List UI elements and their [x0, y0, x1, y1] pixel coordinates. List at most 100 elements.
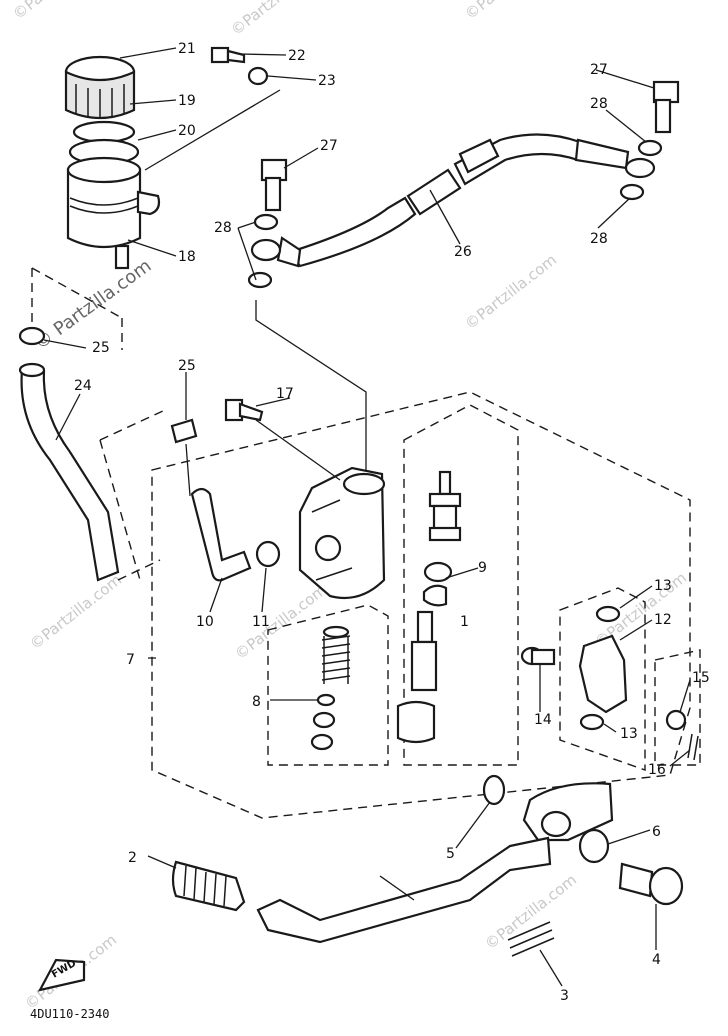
cylinder-detail: [311, 499, 353, 581]
callout-17: 17: [276, 386, 294, 402]
callout-18: 18: [178, 249, 196, 265]
callout-21: 21: [178, 41, 196, 57]
callout-13-upper: 13: [654, 578, 672, 594]
callout-20: 20: [178, 123, 196, 139]
callout-11: 11: [252, 614, 270, 630]
pedal-boss: [540, 810, 572, 838]
piston-seal-b: [428, 526, 462, 542]
cup-primary: [312, 711, 336, 729]
bolt-shank: [618, 862, 654, 898]
grommet-11: [255, 540, 281, 568]
callout-23: 23: [318, 73, 336, 89]
washer-23: [247, 66, 269, 86]
washer-28-upper-b: [619, 183, 645, 201]
spring-coils: [321, 635, 351, 681]
banjo-bolt-27-lower: [260, 158, 288, 212]
fwd-arrow: FWD: [37, 958, 86, 992]
piston-body: [432, 504, 458, 532]
pedal-bolt-4: [618, 862, 684, 906]
bolt-head: [648, 866, 684, 906]
cylinder-port: [314, 534, 342, 562]
assembly-outline-spring-set: [267, 604, 389, 766]
callout-15: 15: [692, 670, 710, 686]
hose-crimp: [458, 138, 500, 174]
brake-hose-assembly: [250, 133, 656, 268]
hose-clamp-25-upper: [18, 326, 46, 346]
bolt-shank: [226, 49, 246, 64]
assembly-outline-reservoir: [31, 267, 123, 350]
callout-13-lower: 13: [620, 726, 638, 742]
spring-top: [322, 625, 350, 639]
washer-15: [665, 709, 687, 731]
spring-sides: [323, 636, 349, 684]
callout-9: 9: [478, 560, 487, 576]
watermark: ©Partzilla.com: [481, 871, 580, 954]
washer-5: [482, 774, 506, 806]
hose-24: [20, 368, 120, 582]
pin-shank: [530, 648, 556, 666]
circlip: [422, 584, 448, 607]
rubber-grip: [183, 865, 227, 907]
watermark: ©Partzilla.com: [26, 571, 125, 654]
bolt-head: [210, 46, 230, 64]
brake-hose-fitting-upper: [574, 138, 630, 170]
nut-13-upper: [595, 605, 621, 623]
brake-hose-middle: [406, 168, 462, 216]
callout-12: 12: [654, 612, 672, 628]
pedal-rubber-2: [171, 860, 246, 912]
cylinder-housing: [298, 466, 386, 600]
watermark: ©Partzilla.com: [227, 0, 326, 39]
callout-6: 6: [652, 824, 661, 840]
push-rod: [416, 610, 434, 644]
callout-14: 14: [534, 712, 552, 728]
callout-26: 26: [454, 244, 472, 260]
banjo-eye-upper: [624, 157, 656, 179]
rod-boot: [396, 700, 436, 744]
watermark: ©Partzilla.com: [461, 251, 560, 334]
callout-25-upper: 25: [92, 340, 110, 356]
push-rod-threaded: [410, 640, 438, 692]
bolt-22: [210, 46, 246, 64]
bolt-shank: [654, 98, 672, 134]
watermark: ©Partzilla.com: [461, 0, 560, 23]
callout-24: 24: [74, 378, 92, 394]
callout-3: 3: [560, 988, 569, 1004]
brake-hose-lower: [288, 196, 417, 268]
callout-1: 1: [460, 614, 469, 630]
reservoir-bracket: [136, 190, 161, 216]
spring-3: [507, 921, 555, 957]
reservoir-rim: [66, 156, 142, 184]
callout-25-lower: 25: [178, 358, 196, 374]
callout-28-right: 28: [590, 231, 608, 247]
piston-kit: [396, 470, 462, 744]
hose-clamp-25-lower: [170, 418, 198, 444]
reservoir-bands: [69, 197, 139, 214]
callout-28-lower: 28: [214, 220, 232, 236]
callout-7: 7: [126, 652, 135, 668]
piston-seal-a: [428, 492, 462, 508]
master-cylinder-body: [298, 466, 386, 600]
callout-27-lower: 27: [320, 138, 338, 154]
pin-14: [520, 646, 556, 666]
callout-8: 8: [252, 694, 261, 710]
spring-seat: [316, 693, 336, 707]
washer-28-lower-b: [247, 271, 273, 289]
boot: [423, 561, 453, 583]
banjo-bolt-27-upper: [652, 80, 680, 134]
callout-2: 2: [128, 850, 137, 866]
callout-28-upper: 28: [590, 96, 608, 112]
hose-end: [18, 362, 46, 378]
screw-shank: [238, 402, 264, 422]
callout-22: 22: [288, 48, 306, 64]
cylinder-inlet: [342, 472, 386, 496]
watermark: ©Partzilla.com: [9, 0, 108, 23]
callout-27-upper: 27: [590, 62, 608, 78]
push-rod-tip: [438, 470, 452, 496]
assembly-outline-hose: [99, 409, 166, 581]
callouts: 21 19 20 18 22 23 27 28 28 27 28 26 25 2…: [74, 41, 710, 1004]
nut-13-lower: [579, 713, 605, 731]
banjo-eye-lower: [250, 238, 282, 262]
diagram-code: 4DU110-2340: [30, 1007, 109, 1021]
cotter-pin-16: [687, 733, 699, 761]
